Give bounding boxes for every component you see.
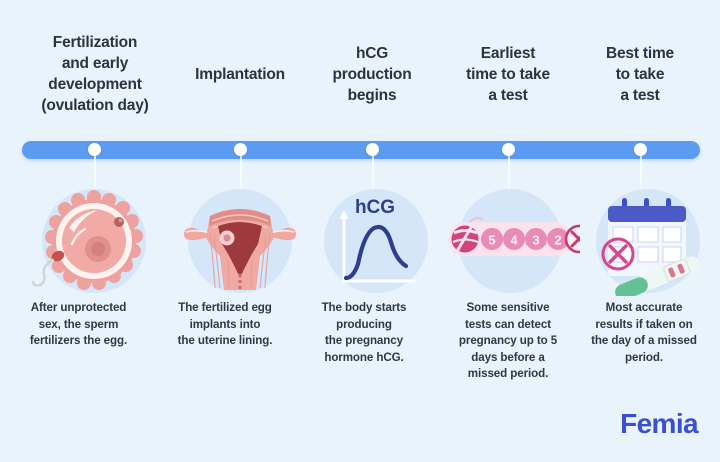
countdown-day-2: 2 xyxy=(554,233,561,248)
stage-title-4-line-3: a test xyxy=(488,87,528,104)
stage-title-1: Fertilization and early development (ovu… xyxy=(10,32,180,116)
stage-title-5-line-3: a test xyxy=(620,87,660,104)
timeline-node-5[interactable] xyxy=(633,141,647,291)
caption-1-line-3: fertilizers the egg. xyxy=(29,334,128,347)
caption-5-line-1: Most accurate xyxy=(605,301,683,314)
stage-title-1-line-3: development xyxy=(48,76,142,93)
caption-3-line-4: hormone hCG. xyxy=(324,350,404,364)
illustration-5 xyxy=(578,186,718,296)
missed-period-x-marker xyxy=(564,224,580,254)
stage-title-4-line-2: time to take xyxy=(466,66,550,83)
timeline-stem-1 xyxy=(94,150,96,206)
timeline-bar xyxy=(22,141,700,159)
caption-1-line-2: sex, the sperm xyxy=(38,317,119,331)
timeline-stem-5 xyxy=(640,150,642,206)
stage-title-5: Best time to take a test xyxy=(570,43,710,106)
countdown-day-3: 3 xyxy=(532,233,539,248)
stage-titles: Fertilization and early development (ovu… xyxy=(0,18,720,128)
caption-2-line-1: The fertilized egg xyxy=(178,301,272,314)
countdown-day-5: 5 xyxy=(488,233,495,248)
timeline-node-2[interactable] xyxy=(233,141,247,291)
caption-1: After unprotected sex, the sperm fertili… xyxy=(16,300,141,350)
timeline-node-4[interactable] xyxy=(501,141,515,291)
caption-1-line-1: After unprotected xyxy=(30,301,127,314)
timeline-dot-1[interactable] xyxy=(87,143,101,156)
illustration-3-backdrop xyxy=(324,189,428,293)
illustration-1 xyxy=(24,186,164,296)
caption-2: The fertilized egg implants into the ute… xyxy=(162,300,288,350)
stage-title-5-line-1: Best time xyxy=(606,45,674,62)
stage-title-3-line-2: production xyxy=(332,66,412,83)
stage-title-4: Earliest time to take a test xyxy=(436,43,580,106)
caption-5-line-4: period. xyxy=(625,350,663,364)
caption-4: Some sensitive tests can detect pregnanc… xyxy=(443,300,573,383)
caption-3-line-3: the pregnancy xyxy=(325,334,403,347)
stage-title-3-line-1: hCG xyxy=(355,45,389,62)
femia-logo[interactable]: Femia xyxy=(620,408,699,439)
illustration-4: 5 4 3 2 xyxy=(440,186,580,296)
timeline-stem-3 xyxy=(372,150,374,206)
countdown-day-4: 4 xyxy=(510,233,518,248)
caption-5-line-2: results if taken on xyxy=(595,317,693,331)
caption-2-line-3: the uterine lining. xyxy=(177,334,273,347)
stage-title-3: hCG production begins xyxy=(300,43,444,106)
caption-4-line-1: Some sensitive xyxy=(466,301,550,314)
caption-5: Most accurate results if taken on the da… xyxy=(578,300,710,366)
stage-title-1-line-1: Fertilization xyxy=(52,34,138,51)
stage-title-2: Implantation xyxy=(160,64,320,85)
timeline-node-3[interactable] xyxy=(365,141,379,291)
uterus-implantation-icon xyxy=(183,209,297,290)
calendar-pregnancy-test-icon xyxy=(601,198,700,296)
caption-4-line-3: pregnancy up to 5 xyxy=(458,334,558,347)
missed-period-date-marker xyxy=(601,237,635,271)
caption-3-line-2: producing xyxy=(336,317,392,331)
illustration-2 xyxy=(170,186,310,296)
caption-4-line-4: days before a xyxy=(471,350,545,364)
caption-2-line-2: implants into xyxy=(189,317,261,331)
timeline-node-1[interactable] xyxy=(87,141,101,291)
illustration-3: hCG xyxy=(306,186,446,296)
stage-title-2-line-1: Implantation xyxy=(195,66,285,83)
caption-4-line-5: missed period. xyxy=(467,367,549,380)
caption-3-line-1: The body starts xyxy=(321,301,407,314)
hcg-curve-chart-icon: hCG xyxy=(339,197,416,283)
stage-title-1-line-2: and early xyxy=(61,55,129,72)
timeline-dot-3[interactable] xyxy=(365,143,379,156)
fertilized-egg-icon xyxy=(31,190,143,290)
caption-3: The body starts producing the pregnancy … xyxy=(306,300,422,366)
timeline-stem-2 xyxy=(240,150,242,206)
caption-4-line-2: tests can detect xyxy=(464,317,552,331)
stage-title-3-line-3: begins xyxy=(347,87,397,104)
stage-title-5-line-2: to take xyxy=(615,66,665,83)
hcg-chart-label: hCG xyxy=(355,197,395,218)
timeline-dot-2[interactable] xyxy=(233,143,247,156)
timeline-dot-5[interactable] xyxy=(633,143,647,156)
countdown-days-icon: 5 4 3 2 xyxy=(448,217,580,256)
stage-title-4-line-1: Earliest xyxy=(480,45,536,62)
timeline-dot-4[interactable] xyxy=(501,143,515,156)
caption-5-line-3: the day of a missed xyxy=(591,334,697,347)
timeline-stem-4 xyxy=(508,150,510,206)
stage-title-1-line-4: (ovulation day) xyxy=(41,97,149,114)
